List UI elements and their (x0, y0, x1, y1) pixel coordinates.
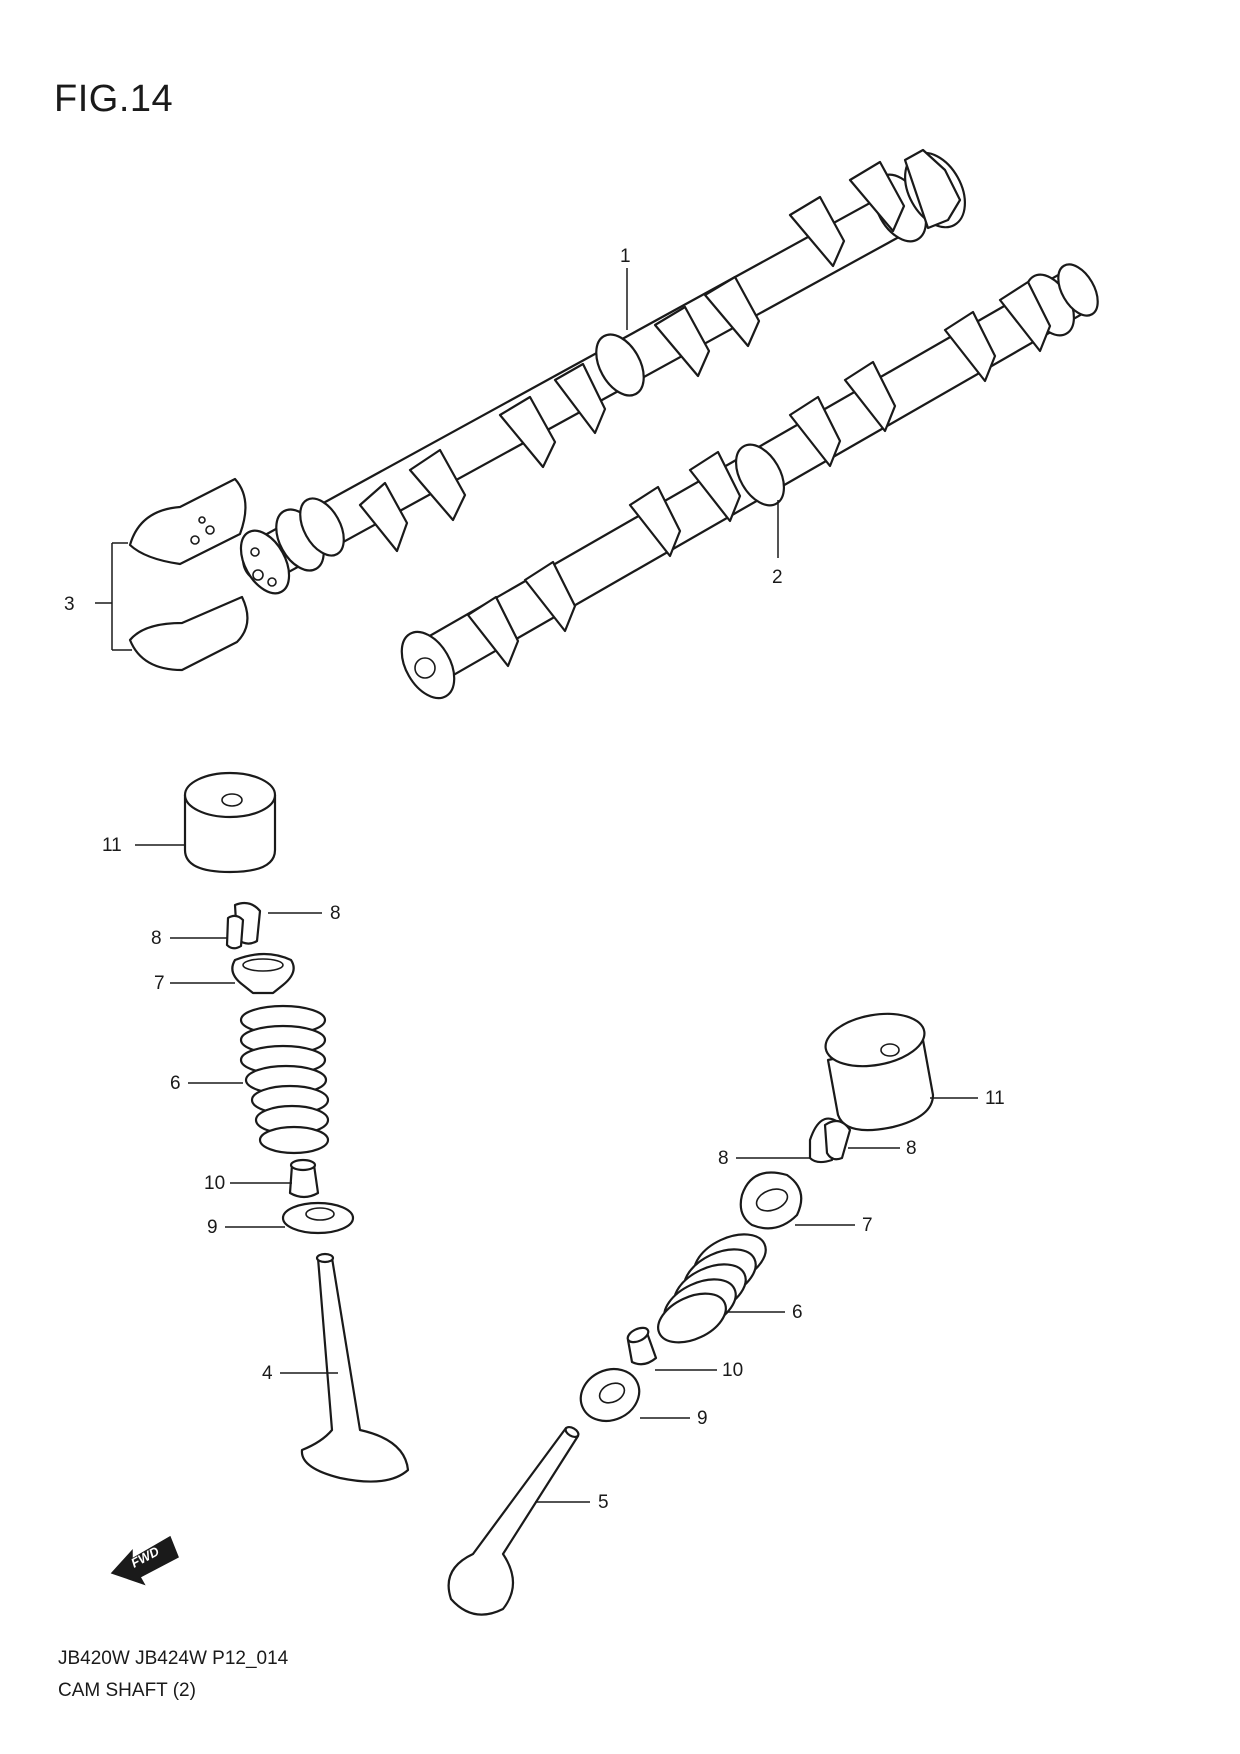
callout-intake-valve: 4 (262, 1363, 273, 1384)
valve-train-right[interactable] (447, 1007, 935, 1616)
callout-seat-right: 9 (697, 1408, 708, 1429)
valve-train-left[interactable] (183, 771, 410, 1483)
figure-title: FIG.14 (54, 78, 174, 120)
callout-retainer-left: 7 (154, 973, 165, 994)
callout-camshaft-lower: 2 (772, 567, 783, 588)
valve-spring-seat-left (281, 1201, 355, 1235)
callout-seal-left: 10 (204, 1173, 225, 1194)
valve-lifter-right (824, 1012, 935, 1132)
valve-retainer-left (231, 952, 295, 995)
valve-stem-seal-left (288, 1163, 320, 1199)
callout-leaders (135, 844, 978, 1503)
valve-spring-seat-right (579, 1367, 641, 1423)
valve-retainer-right (739, 1171, 803, 1230)
callout-lifter-left: 11 (102, 835, 122, 856)
callout-lifter-right: 11 (985, 1088, 1005, 1109)
section-name: CAM SHAFT (2) (58, 1680, 196, 1701)
forward-direction-arrow: FWD (110, 1535, 179, 1586)
exhaust-valve (447, 1425, 580, 1616)
callout-spring-right: 6 (792, 1302, 803, 1323)
camshaft-bearing-shells[interactable] (95, 477, 249, 672)
valve-spring-right (657, 1233, 767, 1344)
callout-exhaust-valve: 5 (598, 1492, 609, 1513)
callout-labels: 1 2 3 11 8 8 7 6 10 9 4 11 8 8 7 6 10 9 … (64, 246, 1005, 1513)
callout-cotter-right-b: 8 (906, 1138, 917, 1159)
callout-retainer-right: 7 (862, 1215, 873, 1236)
callout-seal-right: 10 (722, 1360, 743, 1381)
valve-lifter-left (183, 771, 277, 874)
callout-cotter-left-b: 8 (151, 928, 162, 949)
intake-valve (300, 1252, 410, 1483)
callout-camshaft-upper: 1 (620, 246, 631, 267)
callout-cotter-left-a: 8 (330, 903, 341, 924)
callout-spring-left: 6 (170, 1073, 181, 1094)
model-codes: JB420W JB424W P12_014 (58, 1648, 289, 1669)
callout-bearing-shells: 3 (64, 594, 75, 615)
valve-spring-left (239, 1004, 330, 1155)
callout-seat-left: 9 (207, 1217, 218, 1238)
camshaft-lower[interactable] (391, 258, 1106, 707)
callout-cotter-right-a: 8 (718, 1148, 729, 1169)
camshaft-upper[interactable] (231, 142, 977, 601)
